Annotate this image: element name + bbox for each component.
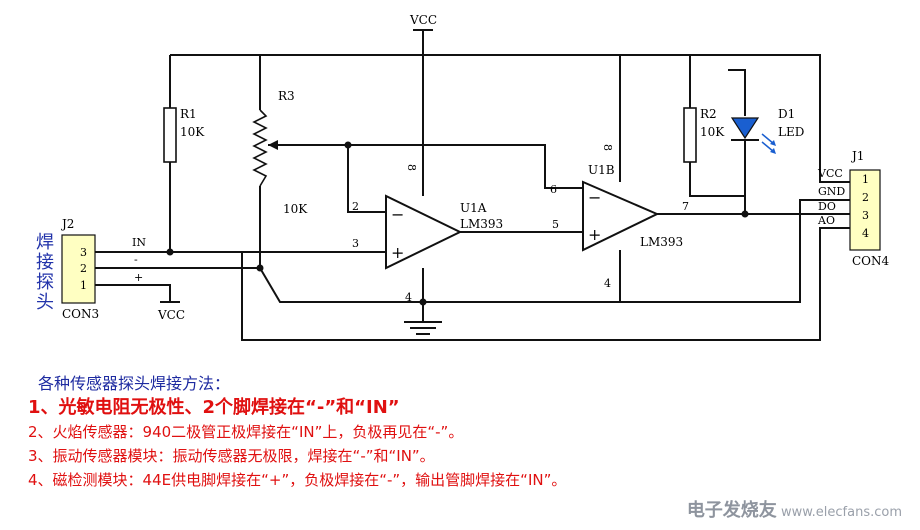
wire-minus <box>95 199 850 303</box>
junction-dot <box>256 264 264 272</box>
connector-j2: J2 CON3 3 2 1 IN - + 焊 接 探 头 <box>36 217 146 321</box>
j2-part: CON3 <box>62 307 99 321</box>
r1-name: R1 <box>180 107 197 121</box>
soldering-notes: 各种传感器探头焊接方法： 1、光敏电阻无极性、2个脚焊接在“-”和“IN” 2、… <box>28 372 908 492</box>
j1-net-vcc: VCC <box>817 167 843 180</box>
j2-pin: 3 <box>80 246 87 259</box>
connector-j1: J1 CON4 1 2 3 4 VCC GND DO AO <box>817 149 890 268</box>
j1-pin: 4 <box>862 227 869 240</box>
u1a-minus-sign: − <box>391 205 404 224</box>
vcc-top-label: VCC <box>409 13 437 27</box>
junction-dot <box>166 248 174 256</box>
j1-net-ao: AO <box>817 214 835 227</box>
wire-ao <box>241 227 850 341</box>
resistor-icon <box>683 107 697 163</box>
wire-r2-bottom <box>689 162 746 214</box>
note-4: 4、磁检测模块：44E供电脚焊接在“+”，负极焊接在“-”，输出管脚焊接在“IN… <box>28 471 567 489</box>
u1b-minus-sign: − <box>588 188 601 207</box>
wire-plus <box>95 284 171 302</box>
j2-name: J2 <box>60 217 74 231</box>
wire-wiper <box>268 144 583 189</box>
u1a-name: U1A <box>460 201 487 215</box>
wire-led <box>728 69 746 116</box>
r1-value: 10K <box>180 125 205 139</box>
resistor-r2: R2 10K <box>683 107 725 163</box>
vcc-top-symbol: VCC <box>409 13 437 31</box>
j1-part: CON4 <box>852 254 890 268</box>
junction-dot <box>419 298 427 306</box>
pin-5: 5 <box>552 218 559 231</box>
resistor-icon <box>163 107 177 163</box>
j1-pin: 3 <box>862 209 869 222</box>
j1-net-do: DO <box>818 200 836 213</box>
d1-name: D1 <box>778 107 795 121</box>
potentiometer-r3: R3 10K <box>252 89 308 216</box>
wire-pin2 <box>347 145 386 213</box>
pin-3: 3 <box>352 237 359 250</box>
opamp-icon <box>582 180 660 252</box>
j1-net-gnd: GND <box>818 185 845 198</box>
j2-net-plus: + <box>134 271 143 284</box>
r2-value: 10K <box>700 125 725 139</box>
circuit-schematic: VCC VCC R1 10K R3 10K R2 10K D1 <box>36 13 890 341</box>
led-d1: D1 LED <box>730 107 804 154</box>
pin-4a: 4 <box>405 291 412 304</box>
junction-dot <box>344 141 352 149</box>
u1b-part: LM393 <box>640 235 683 249</box>
j1-pin: 2 <box>862 191 869 204</box>
ground-icon <box>404 321 442 341</box>
watermark: 电子发烧友 www.elecfans.com <box>687 496 902 522</box>
u1a-plus-sign: + <box>391 243 404 262</box>
resistor-r1: R1 10K <box>163 107 205 163</box>
j2-pin: 2 <box>80 262 87 275</box>
pin-2: 2 <box>352 200 359 213</box>
j1-name: J1 <box>850 149 864 163</box>
led-icon <box>730 117 760 140</box>
j2-side-char: 接 <box>36 252 54 273</box>
wires <box>95 30 850 341</box>
watermark-url: www.elecfans.com <box>780 505 902 520</box>
r3-value: 10K <box>283 202 308 216</box>
wiper-arrow-icon <box>268 140 278 150</box>
connector-icon <box>61 234 96 304</box>
u1a-part: LM393 <box>460 217 503 231</box>
j2-pin: 1 <box>80 279 87 292</box>
vcc-bottom-symbol: VCC <box>157 301 185 322</box>
d1-value: LED <box>778 125 804 139</box>
vcc-bottom-label: VCC <box>157 308 185 322</box>
pin-4b: 4 <box>604 277 611 290</box>
comparator-u1a: − + U1A LM393 8 2 3 4 <box>352 164 503 304</box>
j2-side-char: 焊 <box>36 232 54 253</box>
notes-heading: 各种传感器探头焊接方法： <box>38 374 231 393</box>
u1b-plus-sign: + <box>588 225 601 244</box>
opamp-icon <box>385 194 463 270</box>
note-3: 3、振动传感器模块：振动传感器无极限，焊接在“-”和“IN”。 <box>28 447 435 465</box>
wire-top-rail <box>170 54 850 183</box>
comparator-u1b: − + U1B LM393 8 6 5 7 4 <box>550 144 689 290</box>
junction-dots <box>166 141 749 306</box>
pin-8a: 8 <box>405 164 418 171</box>
junction-dot <box>741 210 749 218</box>
connector-icon <box>849 169 881 251</box>
j2-side-char: 头 <box>36 292 54 313</box>
r2-name: R2 <box>700 107 717 121</box>
note-1: 1、光敏电阻无极性、2个脚焊接在“-”和“IN” <box>28 397 400 418</box>
watermark-brand: 电子发烧友 <box>686 500 777 521</box>
pin-8b: 8 <box>601 144 614 151</box>
pin-7: 7 <box>682 200 689 213</box>
pin-6: 6 <box>550 183 557 196</box>
note-2: 2、火焰传感器：940二极管正极焊接在“IN”上，负极再见在“-”。 <box>28 423 464 441</box>
j2-net-in: IN <box>132 236 146 249</box>
potentiometer-icon <box>252 109 268 187</box>
j2-net-minus: - <box>134 253 138 266</box>
r3-name: R3 <box>278 89 295 103</box>
j2-side-char: 探 <box>36 272 54 293</box>
j1-pin: 1 <box>862 173 869 186</box>
u1b-name: U1B <box>588 163 615 177</box>
